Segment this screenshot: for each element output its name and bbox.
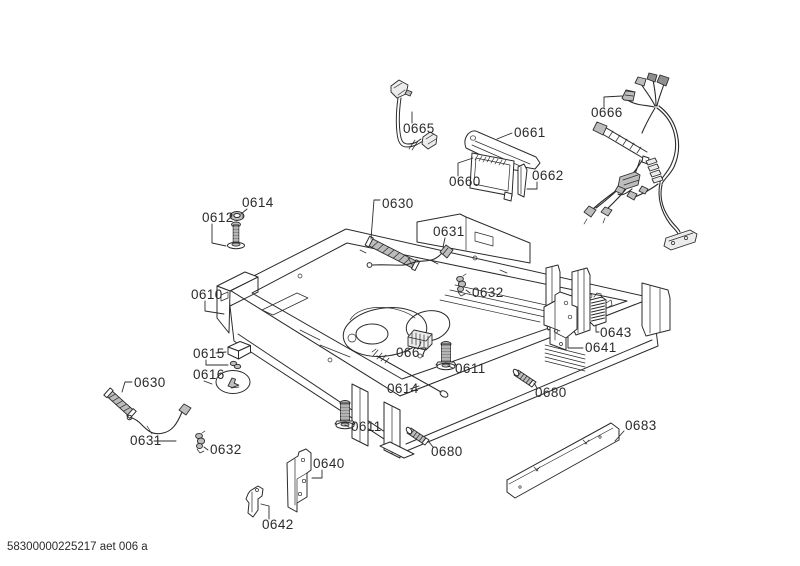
terminal-block-0667-art — [407, 329, 433, 351]
callout-0632-center: 0632 — [465, 285, 504, 300]
callout-label: 0610 — [191, 287, 223, 302]
callout-0643: 0643 — [595, 324, 632, 340]
callout-0666: 0666 — [591, 95, 623, 120]
callout-label: 0611 — [455, 361, 486, 376]
callout-label: 0640 — [313, 456, 345, 471]
strip-0662-art — [517, 163, 528, 198]
spring-0630b-art — [103, 387, 137, 419]
callout-label: 0631 — [130, 433, 162, 448]
callout-label: 0631 — [433, 224, 465, 239]
callout-0662: 0662 — [526, 168, 564, 190]
bracket-0642-art — [245, 485, 264, 518]
callout-0642: 0642 — [260, 503, 294, 532]
nut-0614-art — [229, 211, 245, 221]
callout-0614-top: 0614 — [240, 195, 274, 215]
callout-label: 0683 — [625, 418, 657, 433]
callout-label: 0665 — [403, 121, 435, 136]
callout-0683: 0683 — [614, 418, 657, 442]
callout-0612: 0612 — [202, 210, 234, 247]
wiring-harness-0666-art — [583, 72, 698, 251]
callout-0667: 0667 — [396, 341, 428, 360]
callout-label: 0630 — [382, 196, 414, 211]
callout-0614-bottom: 0614 — [387, 381, 420, 396]
callout-label: 0641 — [585, 340, 617, 355]
callout-0631-top: 0631 — [433, 224, 465, 248]
callout-0631-bottom: 0631 — [130, 433, 177, 448]
callout-label: 0614 — [387, 381, 419, 396]
document-number: 58300000225217 aet 006 a — [7, 541, 148, 553]
bracket-0641-art — [543, 291, 578, 351]
bracket-0640-art — [286, 448, 312, 513]
callout-label: 0612 — [202, 210, 234, 225]
callout-label: 0630 — [134, 375, 166, 390]
callout-0680-right: 0680 — [533, 382, 567, 400]
callout-0611-left: 0611 — [344, 419, 382, 434]
box-0615-art — [227, 341, 251, 370]
callout-label: 0643 — [600, 325, 632, 340]
cable-0631b-art — [126, 403, 192, 435]
callout-0610: 0610 — [191, 287, 225, 315]
callout-label: 0667 — [396, 345, 428, 360]
grille-0643-art — [589, 292, 613, 327]
rod-0614-art — [371, 348, 449, 398]
callout-0630-bottom: 0630 — [121, 375, 166, 393]
clip-0632b-art — [195, 430, 206, 454]
callout-label: 0632 — [210, 442, 242, 457]
callout-label: 0661 — [514, 125, 546, 140]
callout-label: 0680 — [431, 444, 463, 459]
callout-0616: 0616 — [193, 367, 225, 385]
callout-0660: 0660 — [449, 157, 481, 189]
callout-0661: 0661 — [496, 125, 546, 140]
callout-0632-bottom: 0632 — [203, 442, 242, 457]
callout-label: 0680 — [535, 385, 567, 400]
callout-label: 0666 — [591, 105, 623, 120]
callouts-layer: 0665 0661 0660 0662 0666 0614 0612 0630 — [121, 95, 657, 532]
callout-0615: 0615 — [193, 346, 229, 366]
callout-0640: 0640 — [311, 456, 345, 479]
cable-0665-art — [390, 79, 438, 151]
callout-0630-top: 0630 — [370, 196, 414, 240]
callout-label: 0662 — [532, 168, 564, 183]
panel-0660-art — [469, 152, 515, 202]
cable-0631a-art — [366, 244, 454, 268]
detail-balloon-0616-art — [215, 370, 251, 394]
callout-label: 0642 — [262, 517, 294, 532]
callout-label: 0660 — [449, 174, 481, 189]
callout-0665: 0665 — [403, 111, 435, 136]
callout-0641: 0641 — [567, 336, 617, 355]
callout-label: 0614 — [242, 195, 274, 210]
callout-0611-right: 0611 — [447, 361, 486, 376]
plinth-strip-0683-art — [506, 422, 620, 499]
callout-0680-bottom: 0680 — [428, 441, 463, 459]
callout-label: 0615 — [193, 346, 225, 361]
callout-label: 0632 — [472, 285, 504, 300]
callout-label: 0611 — [351, 419, 382, 434]
callout-label: 0616 — [193, 367, 225, 382]
screw-0612-art — [227, 221, 245, 250]
